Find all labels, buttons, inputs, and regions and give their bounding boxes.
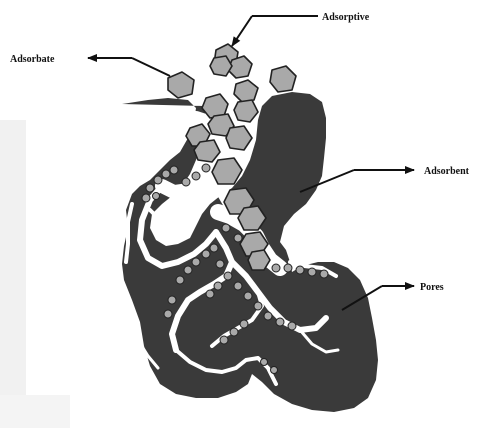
particle-icon (212, 158, 242, 184)
particle-icon (210, 56, 232, 76)
arrow-icon (232, 16, 252, 46)
label-adsorbent: Adsorbent (424, 166, 470, 177)
particle-icon (168, 72, 194, 98)
label-adsorptive: Adsorptive (322, 12, 370, 23)
particle-icon (270, 66, 296, 92)
particle-icon (234, 100, 258, 122)
particle-icon (234, 80, 258, 102)
particle-icon (226, 126, 252, 150)
label-adsorbate: Adsorbate (10, 54, 55, 65)
label-pores: Pores (420, 282, 444, 293)
arrow-icon (132, 58, 170, 76)
particle-icon (248, 250, 270, 270)
